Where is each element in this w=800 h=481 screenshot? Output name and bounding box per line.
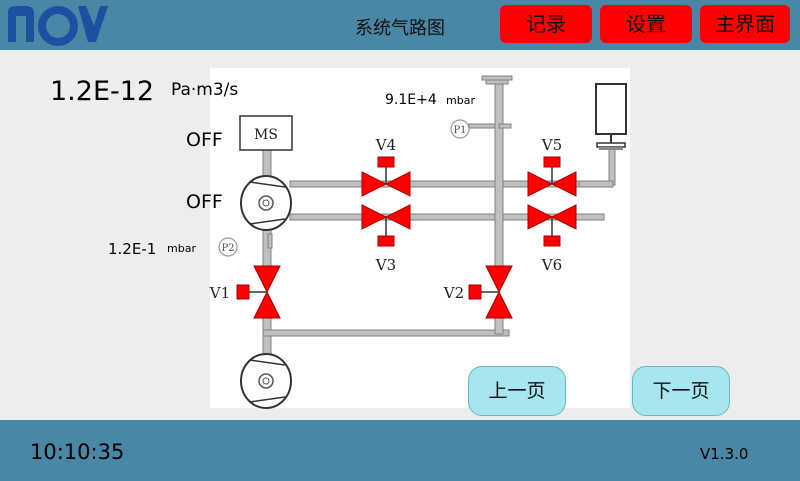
record-button[interactable]: 记录 (500, 5, 592, 43)
p2-label: P2 (221, 243, 234, 254)
v1-label: V1 (209, 284, 230, 302)
footer-bar (0, 420, 800, 481)
valve-v2[interactable] (468, 265, 513, 319)
pump-status: OFF (186, 191, 223, 213)
p1-unit: mbar (446, 94, 475, 107)
turbo-pump[interactable] (240, 175, 292, 231)
v2-label: V2 (443, 284, 464, 302)
valve-v3[interactable] (361, 204, 411, 247)
backing-pump[interactable] (240, 353, 292, 409)
valve-v4[interactable] (361, 156, 411, 197)
valve-v1[interactable] (236, 265, 281, 319)
p1-value: 9.1E+4 (385, 92, 437, 108)
p2-unit: mbar (167, 242, 196, 255)
prev-page-button[interactable]: 上一页 (468, 366, 566, 416)
main-screen-button[interactable]: 主界面 (700, 5, 790, 43)
ms-box[interactable] (239, 115, 293, 151)
settings-button[interactable]: 设置 (600, 5, 692, 43)
page-title: 系统气路图 (355, 18, 445, 39)
p2-gauge-icon (218, 237, 238, 257)
p2-value: 1.2E-1 (108, 240, 157, 258)
valve-v5[interactable] (527, 156, 577, 197)
v6-label: V6 (541, 256, 562, 274)
v4-label: V4 (375, 136, 396, 154)
next-page-button[interactable]: 下一页 (632, 366, 730, 416)
ms-status: OFF (186, 129, 223, 151)
version-label: V1.3.0 (700, 445, 749, 463)
v5-label: V5 (541, 136, 562, 154)
ms-label: MS (254, 127, 278, 143)
leak-rate-value: 1.2E-12 (50, 76, 155, 107)
v3-label: V3 (375, 256, 396, 274)
leak-rate-unit: Pa·m3/s (171, 80, 239, 100)
p1-label: P1 (453, 125, 466, 136)
clock: 10:10:35 (30, 440, 125, 464)
test-chamber (595, 83, 627, 150)
p1-gauge-icon (450, 119, 470, 139)
valve-v6[interactable] (527, 204, 577, 247)
logo-icon (8, 6, 108, 46)
